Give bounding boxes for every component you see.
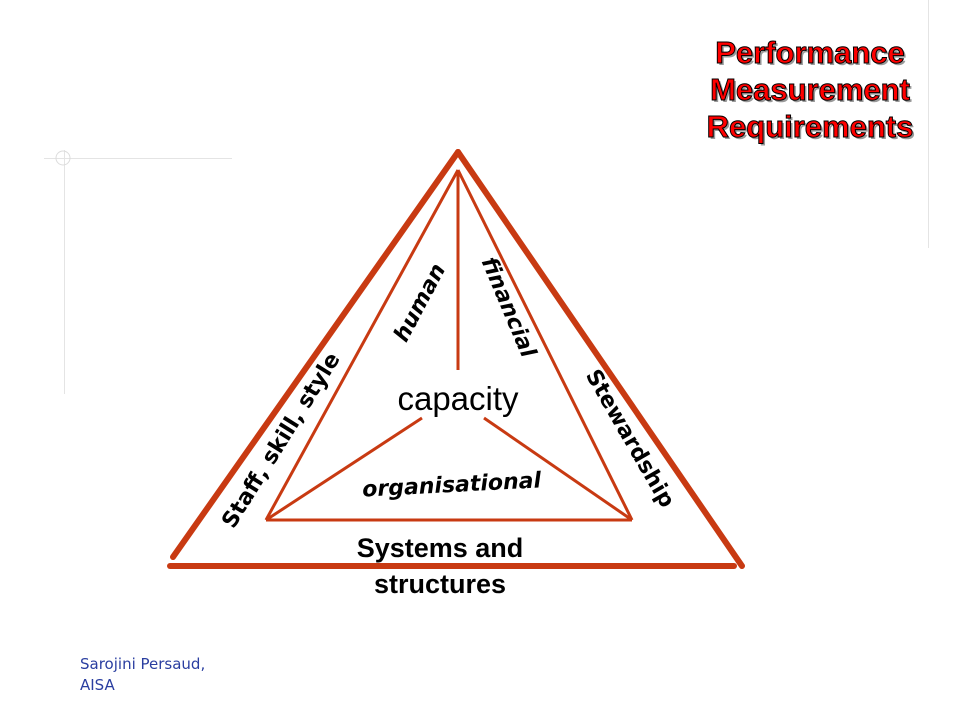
inner-triangle-left-edge xyxy=(264,169,460,521)
decor-horizontal-line xyxy=(44,158,232,159)
title-line-2: Measurement xyxy=(710,72,911,108)
divider-left-line xyxy=(265,416,423,522)
inner-triangle-right-edge xyxy=(456,169,634,521)
decor-vertical-line xyxy=(64,150,65,394)
footer-line-2: AISA xyxy=(80,676,115,694)
title-line-3: Requirements xyxy=(706,109,914,145)
systems-and-structures-label: Systems and structures xyxy=(300,530,580,602)
author-footer: Sarojini Persaud, AISA xyxy=(80,654,205,696)
title-line-1: Performance xyxy=(715,35,906,71)
staff-skill-style-label: Staff, skill, style xyxy=(217,348,345,532)
capacity-label: capacity xyxy=(397,380,519,417)
bottom-label-line-2: structures xyxy=(373,569,507,599)
organisational-label: organisational xyxy=(362,468,542,502)
human-label: human xyxy=(389,260,451,347)
decor-right-vertical-line xyxy=(928,0,929,248)
footer-line-1: Sarojini Persaud, xyxy=(80,655,206,673)
outer-triangle-right-edge xyxy=(455,149,745,569)
divider-right-line xyxy=(483,416,633,522)
stewardship-label: Stewardship xyxy=(580,365,679,512)
page-title: Performance Measurement Requirements xyxy=(670,34,950,145)
bottom-label-line-1: Systems and xyxy=(356,533,524,563)
outer-triangle-left-edge xyxy=(170,149,461,560)
